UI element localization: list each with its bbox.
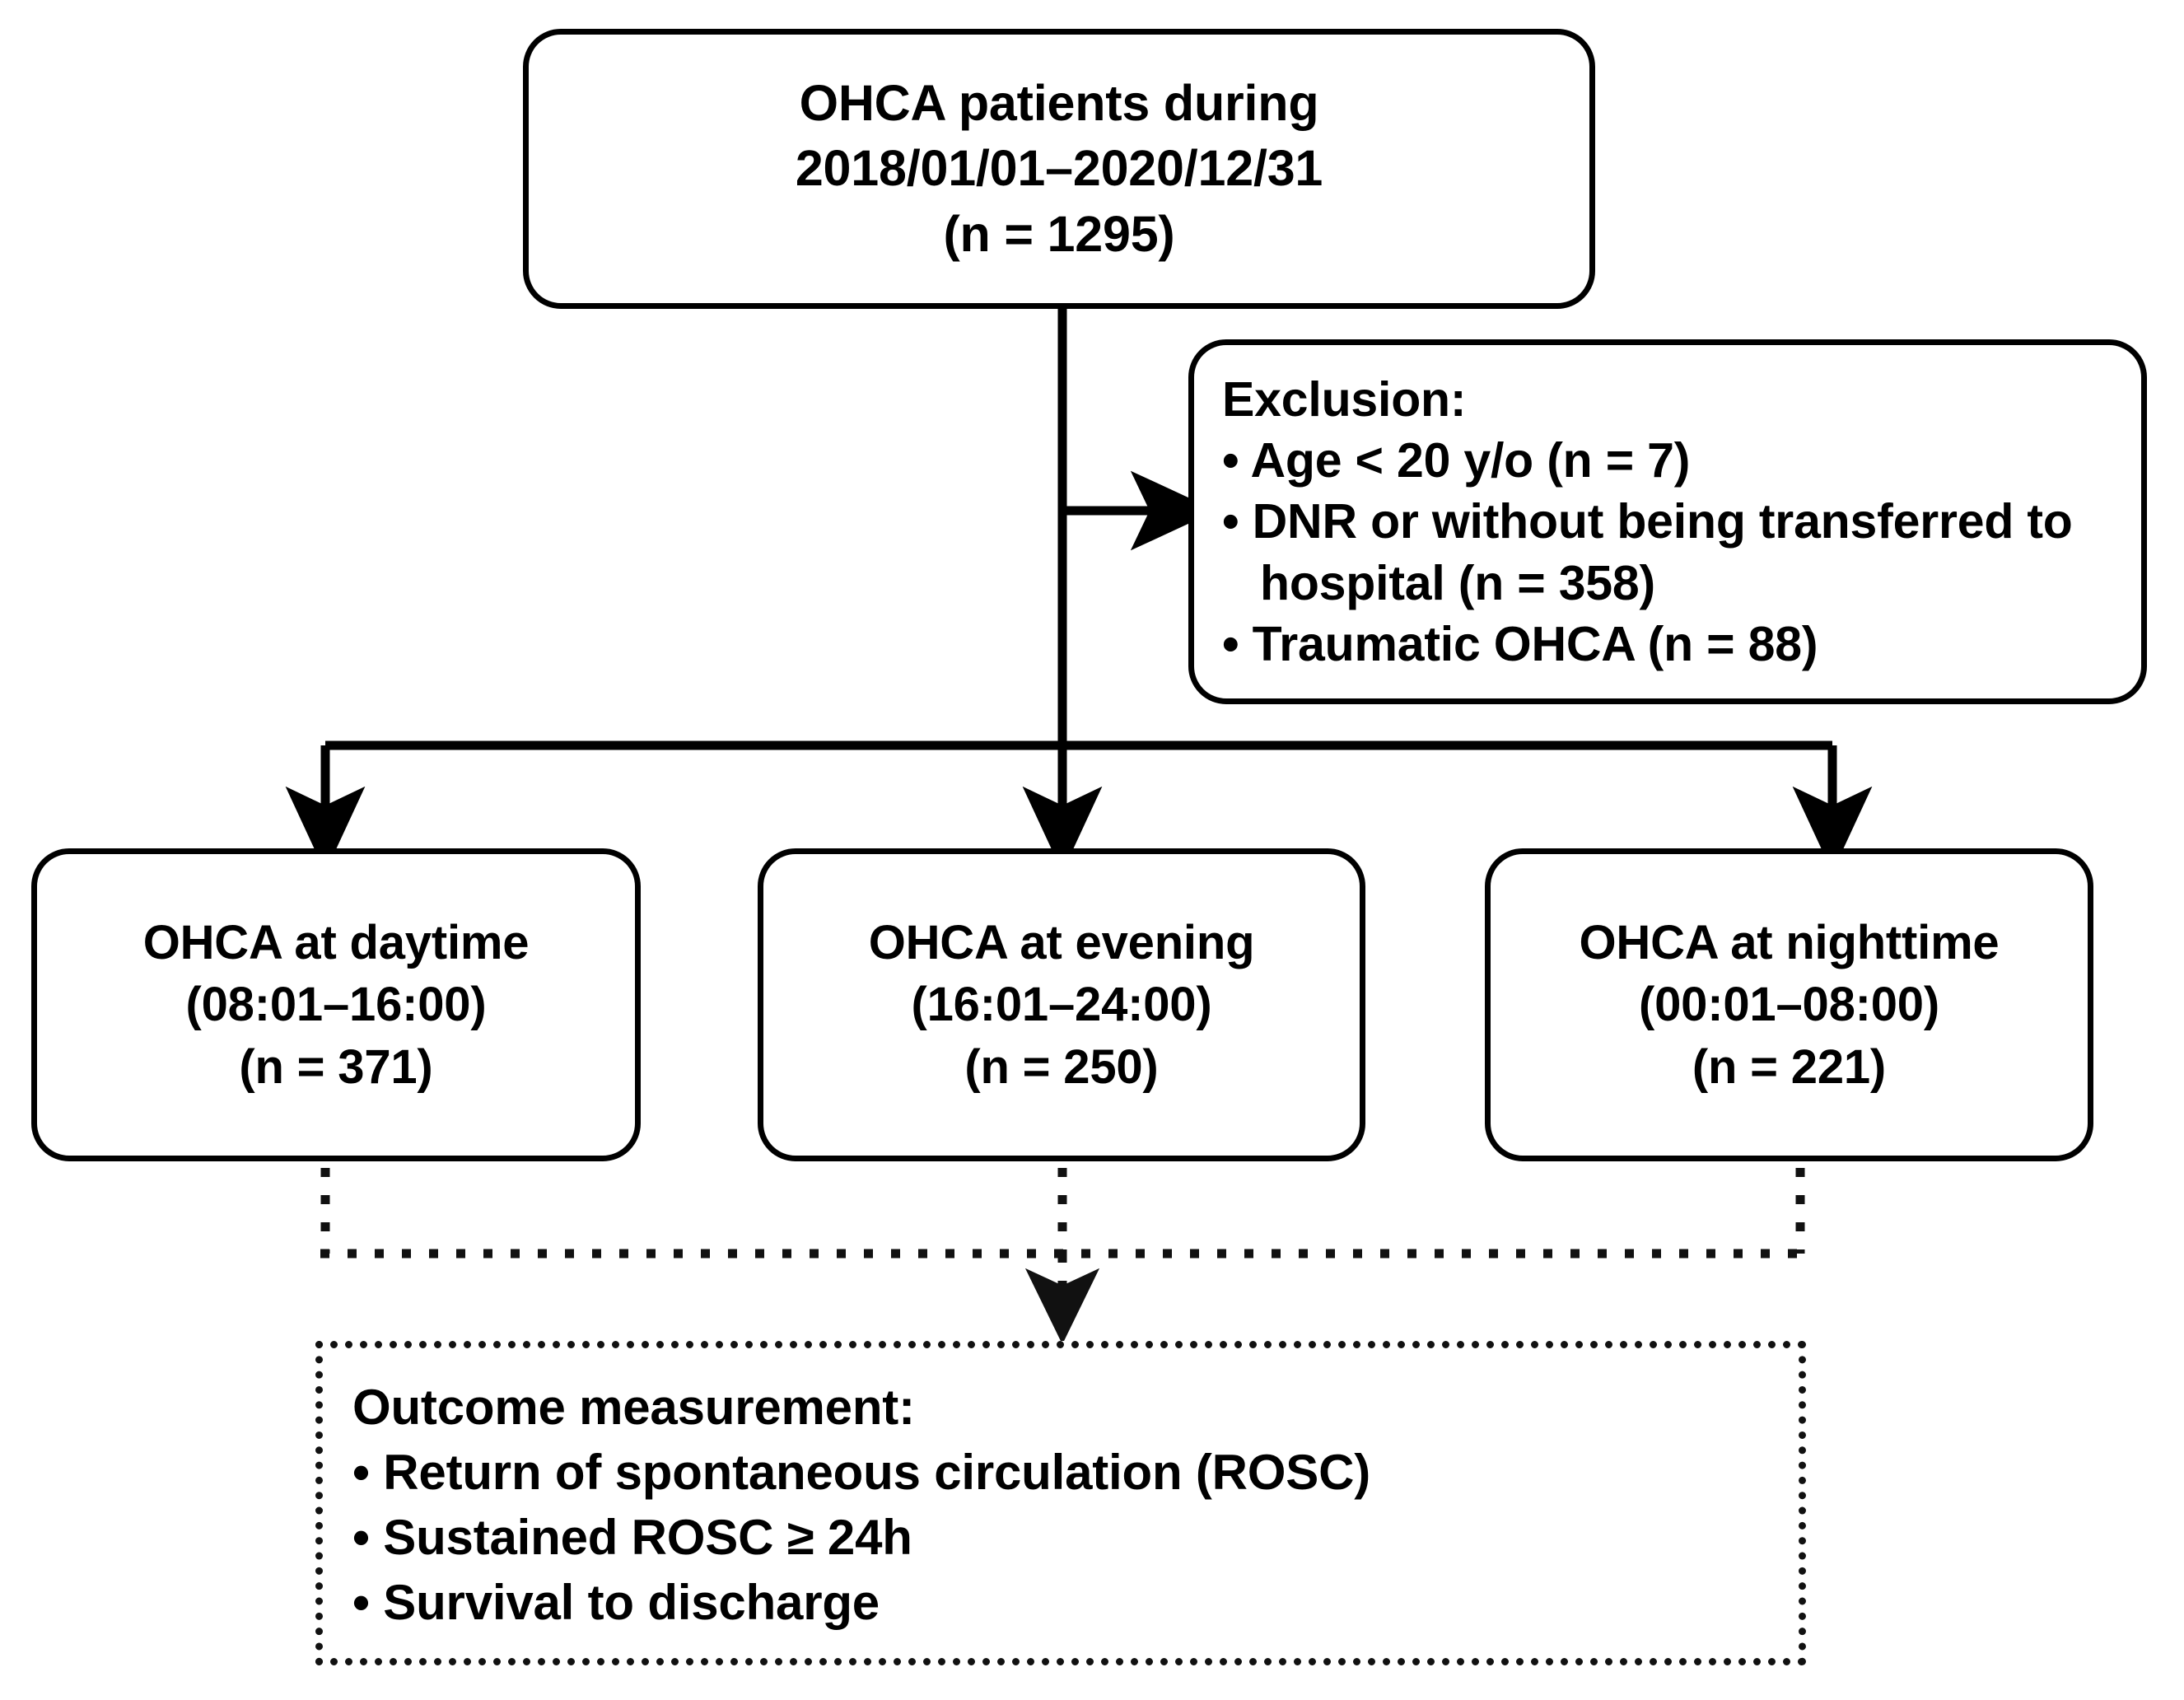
nighttime-line-2: (00:01–08:00) bbox=[1639, 978, 1939, 1032]
outcome-heading: Outcome measurement: bbox=[352, 1379, 915, 1435]
daytime-line-2: (08:01–16:00) bbox=[185, 978, 487, 1032]
edge-groups-to-outcome-bus bbox=[320, 1168, 1805, 1259]
nighttime-box: OHCA at nighttime (00:01–08:00) (n = 221… bbox=[1485, 848, 2093, 1161]
cohort-line-3: (n = 1295) bbox=[943, 205, 1175, 262]
cohort-line-2: 2018/01/01–2020/12/31 bbox=[795, 140, 1323, 197]
outcome-box: Outcome measurement: • Return of spontan… bbox=[315, 1341, 1806, 1665]
daytime-line-1: OHCA at daytime bbox=[142, 915, 530, 969]
nighttime-line-3: (n = 221) bbox=[1692, 1039, 1887, 1094]
evening-line-1: OHCA at evening bbox=[868, 915, 1255, 969]
evening-line-3: (n = 250) bbox=[964, 1039, 1159, 1094]
evening-box: OHCA at evening (16:01–24:00) (n = 250) bbox=[758, 848, 1365, 1161]
outcome-item-survival: • Survival to discharge bbox=[352, 1575, 880, 1631]
evening-line-2: (16:01–24:00) bbox=[911, 978, 1212, 1032]
exclusion-heading: Exclusion: bbox=[1222, 371, 1467, 427]
nighttime-line-1: OHCA at nighttime bbox=[1579, 915, 2000, 969]
exclusion-item-dnr: • DNR or without being transferred to bbox=[1222, 494, 2073, 549]
exclusion-box: Exclusion: • Age < 20 y/o (n = 7) • DNR … bbox=[1188, 339, 2147, 704]
exclusion-item-traumatic: • Traumatic OHCA (n = 88) bbox=[1222, 616, 1818, 671]
exclusion-item-age: • Age < 20 y/o (n = 7) bbox=[1222, 433, 1691, 488]
outcome-item-sustained-rosc: • Sustained ROSC ≥ 24h bbox=[352, 1510, 912, 1565]
daytime-line-3: (n = 371) bbox=[239, 1039, 433, 1094]
outcome-item-rosc: • Return of spontaneous circulation (ROS… bbox=[352, 1444, 1370, 1500]
daytime-box: OHCA at daytime (08:01–16:00) (n = 371) bbox=[31, 848, 641, 1161]
exclusion-item-dnr-cont: hospital (n = 358) bbox=[1260, 555, 1655, 610]
cohort-box: OHCA patients during 2018/01/01–2020/12/… bbox=[523, 29, 1595, 309]
cohort-line-1: OHCA patients during bbox=[799, 75, 1319, 132]
